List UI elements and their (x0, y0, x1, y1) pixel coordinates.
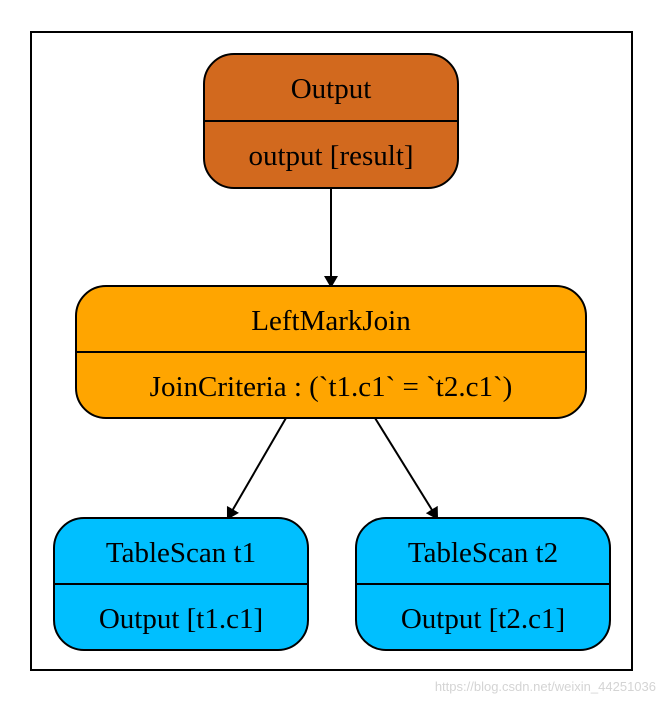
node-join-title: LeftMarkJoin (251, 305, 411, 337)
node-join-detail: JoinCriteria : (`t1.c1` = `t2.c1`) (150, 371, 513, 403)
watermark-text: https://blog.csdn.net/weixin_44251036 (434, 679, 656, 694)
node-scan-t1-detail: Output [t1.c1] (99, 603, 263, 635)
node-output-detail: output [result] (248, 140, 413, 172)
node-scan-t2-title: TableScan t2 (408, 537, 558, 569)
node-output: Output output [result] (203, 53, 459, 189)
edge-join-to-scan-t2 (374, 417, 439, 520)
diagram-frame (30, 31, 633, 671)
node-scan-t2-detail: Output [t2.c1] (401, 603, 565, 635)
edge-join-to-scan-t1 (226, 417, 287, 520)
node-table-scan-t1: TableScan t1 Output [t1.c1] (53, 517, 309, 651)
node-scan-t1-title: TableScan t1 (106, 537, 256, 569)
node-left-mark-join: LeftMarkJoin JoinCriteria : (`t1.c1` = `… (75, 285, 587, 419)
node-output-title: Output (291, 73, 372, 105)
node-table-scan-t2: TableScan t2 Output [t2.c1] (355, 517, 611, 651)
